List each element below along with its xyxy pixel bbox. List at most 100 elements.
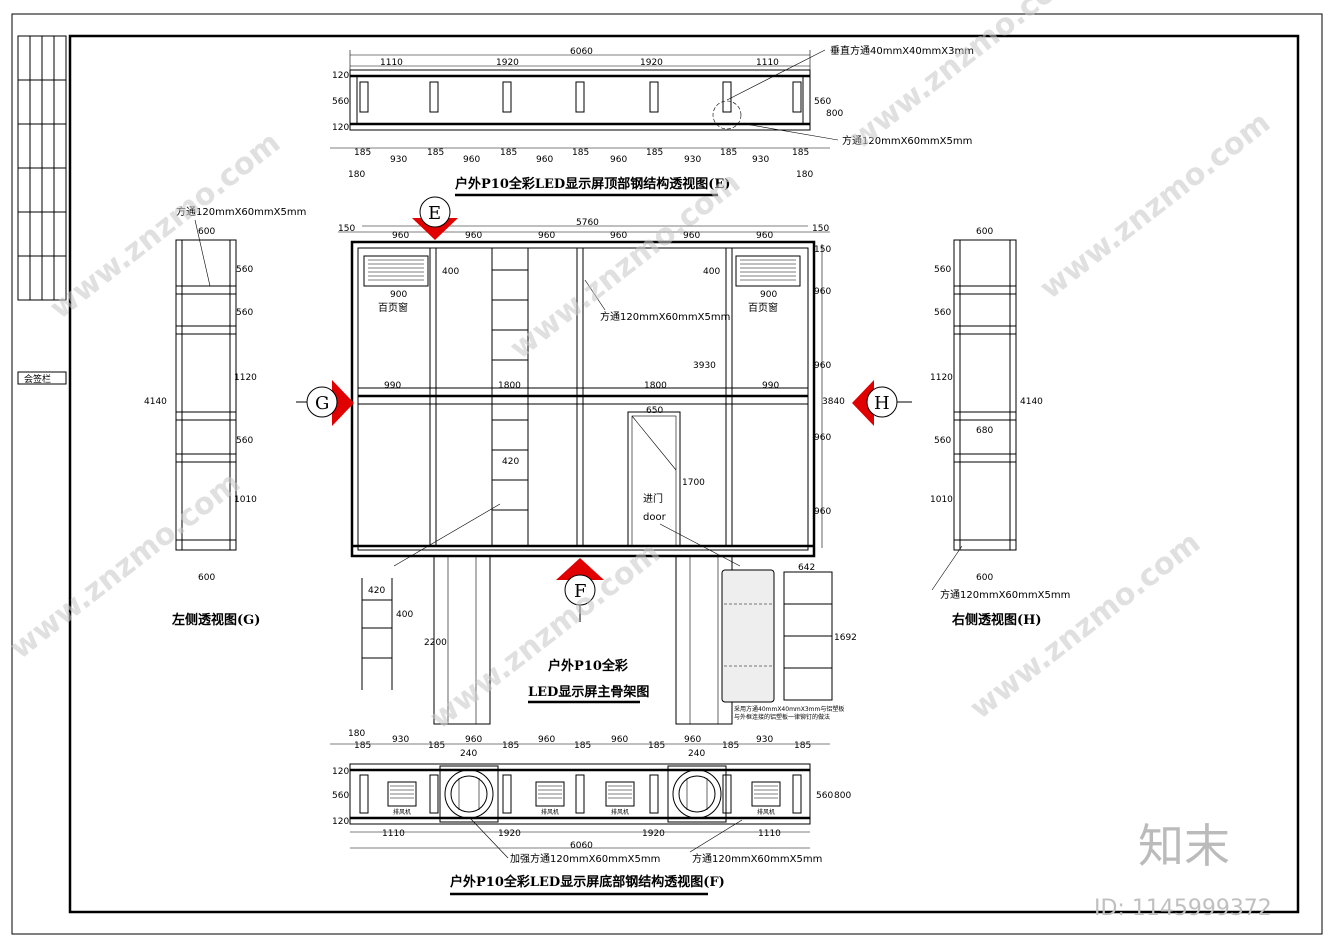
top-left-dim: 120 — [332, 123, 349, 133]
top-view: 6060 1110 1920 1920 1110 120 560 120 560… — [330, 44, 974, 197]
main-edge-dim: 150 — [338, 224, 355, 234]
door-detail — [721, 569, 833, 703]
left-dim: 560 — [236, 265, 253, 275]
top-note-tube: 方通120mmX60mmX5mm — [842, 134, 972, 147]
ladder-width: 420 — [502, 457, 519, 467]
door-width: 650 — [646, 406, 663, 416]
door-label-en: door — [643, 512, 667, 523]
fan-diameter: 240 — [460, 749, 477, 759]
left-view-note: 方通120mmX60mmX5mm — [176, 205, 306, 218]
main-mid-seg: 990 — [762, 381, 779, 391]
fan-label: 排风机 — [757, 808, 775, 816]
right-dim: 560 — [934, 436, 951, 446]
fan-diameter: 240 — [688, 749, 705, 759]
right-dim: 1120 — [930, 373, 953, 383]
bottom-seg-dim: 1110 — [758, 829, 781, 839]
main-top-seg: 960 — [756, 231, 773, 241]
door-detail-h: 1692 — [834, 633, 857, 643]
bottom-top-dim: 960 — [611, 735, 628, 745]
bottom-left-dim: 120 — [332, 767, 349, 777]
left-dim: 1010 — [234, 495, 257, 505]
top-bottom-dim: 185 — [646, 148, 663, 158]
watermark-site: www.znzmo.com — [43, 125, 287, 326]
watermark-id: ID: 1145999372 — [1094, 896, 1272, 921]
left-dim: 560 — [236, 308, 253, 318]
main-total-dim: 5760 — [576, 218, 599, 228]
bottom-right-dim: 560 — [816, 791, 833, 801]
support-posts — [433, 555, 733, 725]
louver-height: 400 — [703, 267, 720, 277]
top-bottom-dim: 185 — [720, 148, 737, 158]
watermark-logo: 知末 — [1138, 819, 1230, 873]
bottom-top-dim: 185 — [502, 741, 519, 751]
bottom-total-dim: 6060 — [570, 841, 593, 851]
louver-height: 400 — [442, 267, 459, 277]
top-bottom-dim: 930 — [752, 155, 769, 165]
post-height: 2200 — [424, 638, 447, 648]
main-mid-seg: 1800 — [498, 381, 521, 391]
door-label-cn: 进门 — [643, 492, 663, 505]
door-detail-note: 采用方通40mmX40mmX3mm与铝塑板 — [734, 705, 844, 713]
left-height: 4140 — [144, 397, 167, 407]
bottom-seg-dim: 1920 — [498, 829, 521, 839]
fan-ring-right — [667, 765, 727, 823]
top-end-dim: 180 — [348, 170, 365, 180]
main-title-2: LED显示屏主骨架图 — [528, 684, 649, 700]
ladder-detail-w: 420 — [368, 586, 385, 596]
main-top-seg: 960 — [392, 231, 409, 241]
right-view-note: 方通120mmX60mmX5mm — [940, 588, 1070, 601]
main-right-dim: 960 — [814, 433, 831, 443]
fan-label: 排风机 — [393, 808, 411, 816]
right-width-top: 600 — [976, 227, 993, 237]
main-height-total: 3840 — [822, 397, 845, 407]
main-right-dim: 960 — [814, 361, 831, 371]
main-height-inner: 3930 — [693, 361, 716, 371]
watermark-site: www.znzmo.com — [423, 535, 667, 736]
left-view-title: 左侧透视图(G) — [172, 612, 260, 628]
right-dim: 1010 — [930, 495, 953, 505]
right-dim: 560 — [934, 265, 951, 275]
top-bottom-dim: 185 — [572, 148, 589, 158]
top-seg-dim: 1920 — [496, 58, 519, 68]
top-left-dim: 120 — [332, 71, 349, 81]
top-bottom-dim: 960 — [610, 155, 627, 165]
top-view-title: 户外P10全彩LED显示屏顶部钢结构透视图(E) — [455, 176, 730, 192]
bottom-end-dim: 180 — [348, 729, 365, 739]
louver-left — [363, 255, 429, 287]
section-marker-f: F — [556, 558, 604, 622]
top-right-dim: 800 — [826, 109, 843, 119]
watermark-site: www.znzmo.com — [3, 465, 247, 666]
right-view-title: 右侧透视图(H) — [951, 612, 1042, 628]
door-detail-note: 与外框连接的铝塑板一律铆钉的做法 — [734, 713, 830, 721]
left-width-top: 600 — [198, 227, 215, 237]
louver-right — [735, 255, 801, 287]
left-width-bottom: 600 — [198, 573, 215, 583]
bottom-note-reinforce: 加强方通120mmX60mmX5mm — [510, 852, 660, 865]
top-left-dim: 560 — [332, 97, 349, 107]
fan-ring-left — [439, 765, 499, 823]
bottom-note-tube: 方通120mmX60mmX5mm — [692, 852, 822, 865]
ladder-detail-h: 400 — [396, 610, 413, 620]
top-seg-dim: 1110 — [756, 58, 779, 68]
bottom-top-dim: 930 — [756, 735, 773, 745]
bottom-view-title: 户外P10全彩LED显示屏底部钢结构透视图(F) — [450, 874, 725, 890]
top-end-dim: 180 — [796, 170, 813, 180]
top-right-dim: 560 — [814, 97, 831, 107]
main-mid-seg: 990 — [384, 381, 401, 391]
door-detail-w: 642 — [798, 563, 815, 573]
left-dim: 560 — [236, 436, 253, 446]
main-top-seg: 960 — [465, 231, 482, 241]
louver-width: 900 — [390, 290, 407, 300]
main-title-1: 户外P10全彩 — [548, 658, 628, 674]
marker-label: H — [874, 393, 890, 414]
bottom-top-dim: 960 — [465, 735, 482, 745]
watermark-site: www.znzmo.com — [843, 0, 1087, 156]
ladder-detail — [361, 578, 393, 690]
louver-width: 900 — [760, 290, 777, 300]
title-block: 会签栏 — [17, 35, 67, 385]
main-top-seg: 960 — [538, 231, 555, 241]
main-top-seg: 960 — [610, 231, 627, 241]
top-bottom-dim: 185 — [427, 148, 444, 158]
top-note-vertical: 垂直方通40mmX40mmX3mm — [830, 44, 974, 57]
left-view: 方通120mmX60mmX5mm 600 560 560 1120 560 10… — [144, 205, 306, 628]
